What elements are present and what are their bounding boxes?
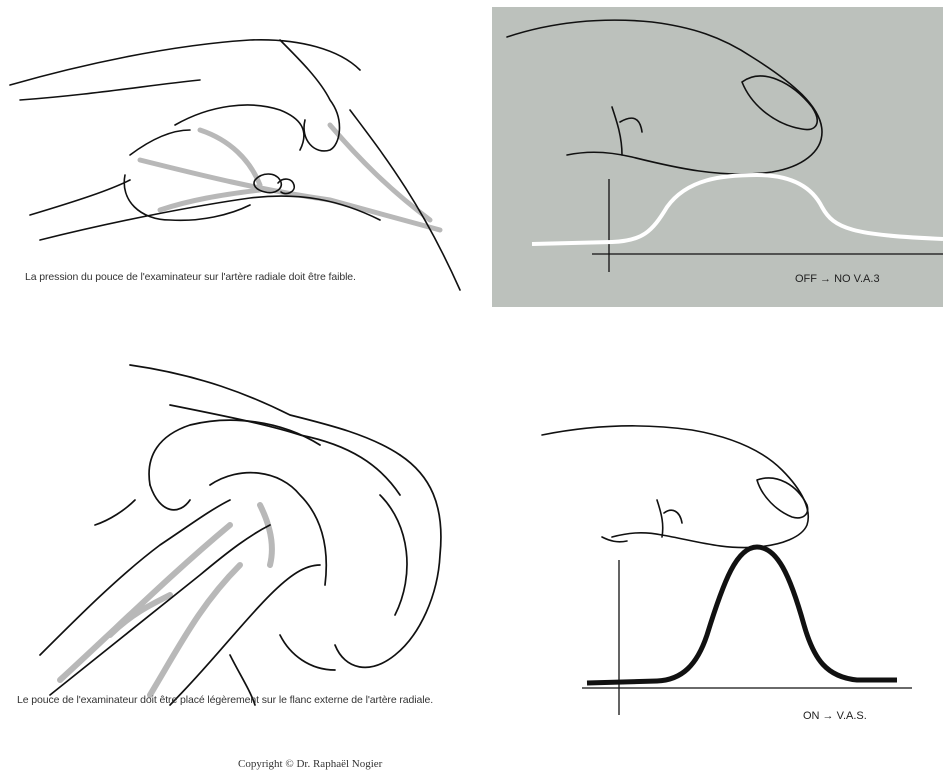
finger-outline: [507, 20, 822, 174]
illustration-light-pressure: [0, 0, 470, 310]
illustration-on-response: [492, 325, 943, 745]
illustration-off-response: [492, 7, 943, 307]
illustration-thumb-placement: [0, 325, 470, 745]
finger-outline: [542, 426, 808, 548]
vein-shading: [60, 505, 272, 695]
axes: [582, 560, 912, 715]
vein-shading: [140, 125, 440, 230]
finger-curve-on: [492, 325, 943, 745]
label-off: OFF → NO V.A.3: [795, 273, 880, 285]
finger-curve-off: [492, 7, 943, 307]
label-on: ON → V.A.S.: [803, 710, 867, 722]
copyright-notice: Copyright © Dr. Raphaël Nogier: [238, 758, 382, 770]
curve-off: [532, 175, 943, 244]
caption-thumb-placement: Le pouce de l'examinateur doit être plac…: [17, 693, 467, 708]
hand-outline: [40, 365, 441, 705]
wrist-drawing-bottom: [0, 325, 470, 745]
axes: [592, 179, 943, 272]
curve-on: [587, 547, 897, 683]
caption-light-pressure: La pression du pouce de l'examinateur su…: [25, 270, 385, 285]
hand-outline: [10, 40, 460, 290]
wrist-drawing-top: [0, 0, 470, 310]
